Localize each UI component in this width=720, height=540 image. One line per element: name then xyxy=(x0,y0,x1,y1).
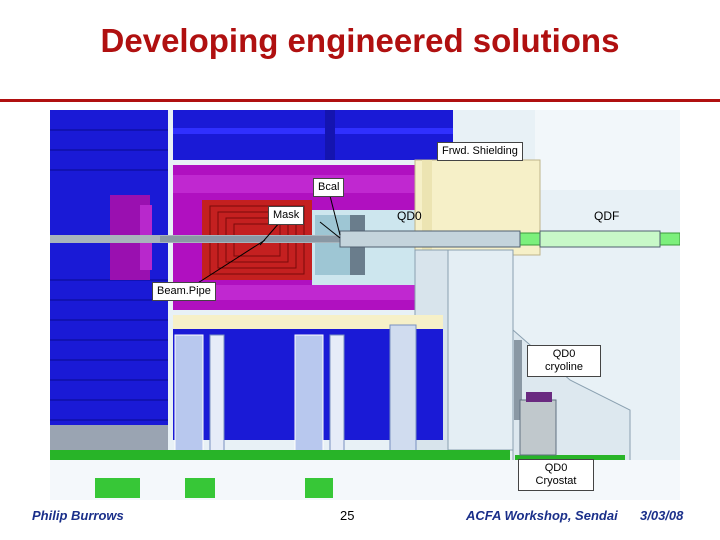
title-rule xyxy=(0,99,720,102)
label-qd0-cryoline-line1: QD0 xyxy=(552,348,576,360)
detector-barrel-left xyxy=(50,110,168,455)
slide-title: Developing engineered solutions xyxy=(100,22,620,59)
beamline-pipe xyxy=(160,236,425,242)
label-qd0-cryostat-line1: QD0 xyxy=(544,462,568,474)
floor-rail xyxy=(50,450,510,460)
interaction-region-diagram xyxy=(50,110,681,500)
detector-yoke-top xyxy=(173,110,453,160)
label-forward-shielding: Frwd. Shielding xyxy=(437,142,523,161)
label-qd0: QD0 xyxy=(397,209,422,223)
qdf-magnet xyxy=(539,230,661,248)
footer-author: Philip Burrows xyxy=(32,508,124,523)
cryostat-top xyxy=(526,392,552,402)
floor-pads xyxy=(95,478,333,498)
cryoline-pipe xyxy=(514,340,522,420)
endcap-stripe-bottom xyxy=(173,285,428,300)
label-qd0-cryostat-line2: Cryostat xyxy=(535,475,577,487)
detector-barrel-stripes xyxy=(50,129,168,421)
detector-yoke-post xyxy=(325,110,335,160)
label-mask: Mask xyxy=(268,206,305,225)
support-pillar-2 xyxy=(447,249,514,451)
label-qd0-cryoline-line2: cryoline xyxy=(545,361,583,373)
endcap-stripe-top xyxy=(173,175,428,193)
label-bcal: Bcal xyxy=(313,178,345,197)
label-qdf: QDF xyxy=(594,209,620,223)
cryostat-body xyxy=(519,399,557,456)
lower-yoke-cap xyxy=(173,315,443,329)
footer-event: ACFA Workshop, Sendai xyxy=(466,508,618,523)
label-qd0-cryostat: QD0 Cryostat xyxy=(518,459,594,491)
label-beampipe: Beam.Pipe xyxy=(152,282,216,301)
forward-shielding-band xyxy=(422,160,432,255)
detector-drawing xyxy=(50,110,681,500)
footer-date: 3/03/08 xyxy=(640,508,684,523)
label-qd0-cryoline: QD0 cryoline xyxy=(527,345,601,377)
footer-page-number: 25 xyxy=(340,508,355,523)
hall-wall xyxy=(535,110,680,190)
qd0-magnet xyxy=(339,230,521,248)
detector-yoke-top-band xyxy=(173,128,453,134)
